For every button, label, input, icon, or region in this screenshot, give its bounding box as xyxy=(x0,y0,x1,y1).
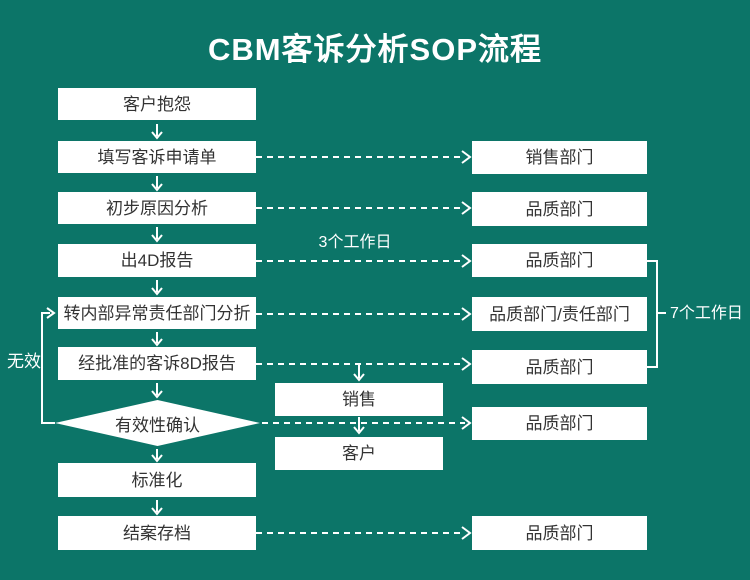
dashed-arrow xyxy=(256,201,472,215)
step-internal-dept-analysis: 转内部异常责任部门分折 xyxy=(58,297,256,329)
dept-quality: 品质部门 xyxy=(472,192,647,226)
down-arrow xyxy=(151,280,163,296)
down-arrow xyxy=(353,365,365,382)
dept-quality: 品质部门 xyxy=(472,516,647,550)
dashed-arrow xyxy=(256,307,472,321)
dashed-arrow xyxy=(256,254,472,268)
step-issue-4d-report: 出4D报告 xyxy=(58,244,256,277)
seven-days-bracket xyxy=(647,260,666,368)
down-arrow xyxy=(151,124,163,140)
down-arrow xyxy=(151,383,163,399)
label-seven-working-days: 7个工作日 xyxy=(670,305,743,322)
box-customer: 客户 xyxy=(275,437,443,470)
step-initial-cause-analysis: 初步原因分析 xyxy=(58,192,256,224)
dashed-arrow xyxy=(256,150,472,164)
step-customer-complaint: 客户抱怨 xyxy=(58,88,256,120)
dept-sales: 销售部门 xyxy=(472,141,647,174)
down-arrow xyxy=(353,417,365,435)
step-standardize: 标准化 xyxy=(58,463,256,497)
label-three-working-days: 3个工作日 xyxy=(318,234,392,251)
down-arrow xyxy=(151,332,163,347)
box-sales: 销售 xyxy=(275,383,443,416)
label-invalid: 无效 xyxy=(7,352,41,371)
dashed-arrow xyxy=(256,526,472,540)
step-fill-complaint-form: 填写客诉申请单 xyxy=(58,141,256,173)
step-close-and-archive: 结案存档 xyxy=(58,516,256,550)
down-arrow xyxy=(151,227,163,243)
dept-quality-responsible: 品质部门/责任部门 xyxy=(472,297,647,331)
step-approved-8d-report: 经批准的客诉8D报告 xyxy=(58,347,256,380)
dept-quality: 品质部门 xyxy=(472,244,647,277)
dashed-arrow xyxy=(262,416,472,430)
down-arrow xyxy=(151,176,163,192)
invalid-feedback-line xyxy=(41,307,56,424)
dashed-arrow xyxy=(256,357,472,371)
down-arrow xyxy=(151,449,163,463)
page-title: CBM客诉分析SOP流程 xyxy=(207,32,543,67)
dept-quality: 品质部门 xyxy=(472,350,647,384)
dept-quality: 品质部门 xyxy=(472,407,647,440)
down-arrow xyxy=(151,500,163,516)
